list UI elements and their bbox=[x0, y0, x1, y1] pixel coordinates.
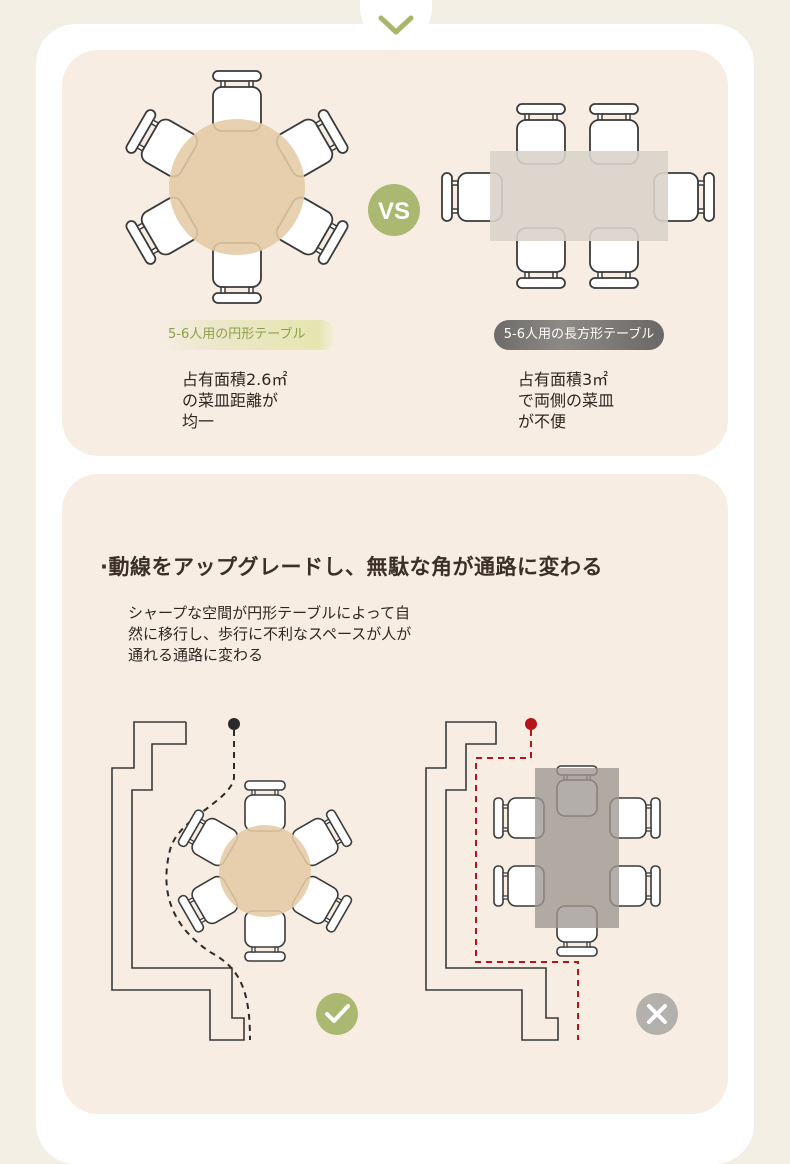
rect-table-stat: 占有面積3㎡ で両側の菜皿 が不便 bbox=[518, 370, 615, 431]
rect-table-path-diagram bbox=[425, 718, 678, 1041]
round-table-diagram bbox=[123, 70, 351, 304]
vs-label: VS bbox=[378, 198, 410, 225]
check-icon bbox=[316, 993, 358, 1035]
round-table-stat: 占有面積2.6㎡ の菜皿距離が 均一 bbox=[182, 370, 288, 431]
table-comparison-illustration: VS bbox=[123, 70, 715, 304]
section-description: シャープな空間が円形テーブルによって自 然に移行し、歩行に不利なスペースが人が … bbox=[128, 604, 412, 664]
path-start-dot bbox=[228, 718, 240, 730]
section-heading: ·動線をアップグレードし、無駄な角が通路に変わる bbox=[100, 555, 603, 579]
round-table-path-diagram bbox=[111, 718, 358, 1041]
rect-table-label: 5-6人用の長方形テーブル bbox=[494, 320, 664, 350]
vs-badge bbox=[368, 184, 420, 236]
round-table-label: 5-6人用の円形テーブル bbox=[160, 320, 336, 350]
chevron-down-icon[interactable] bbox=[378, 14, 414, 36]
circulation-illustration bbox=[111, 718, 678, 1041]
path-start-dot-red bbox=[525, 718, 537, 730]
rect-table-diagram bbox=[441, 103, 715, 289]
